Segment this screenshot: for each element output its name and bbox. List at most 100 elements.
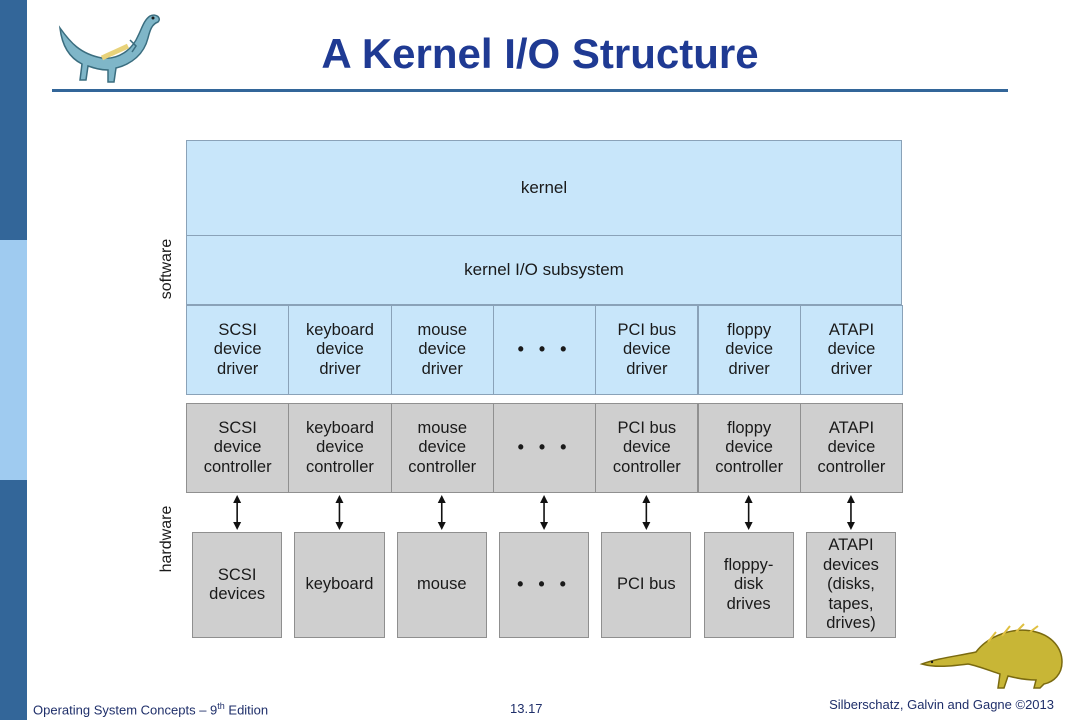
arrow-2 <box>437 495 446 530</box>
sidebar-segment-bottom <box>0 480 27 720</box>
controller-box-line-3-0: • • • <box>517 437 572 458</box>
controller-box-line-0-2: controller <box>203 457 272 476</box>
io-subsystem-layer: kernel I/O subsystem <box>186 235 902 305</box>
arrow-head-down-0 <box>233 522 242 530</box>
footer-page-number: 13.17 <box>510 701 543 716</box>
footer-book-title: Operating System Concepts – 9th Edition <box>33 701 268 717</box>
driver-box-line-3-0: • • • <box>517 339 572 360</box>
device-box-line-2-0: mouse <box>416 575 467 594</box>
device-box-line-0-1: devices <box>209 585 266 603</box>
arrow-3 <box>540 495 549 530</box>
sidebar-segment-top <box>0 0 27 240</box>
driver-box-line-0-1: device <box>213 340 262 359</box>
arrow-6 <box>846 495 855 530</box>
driver-box-3: • • • <box>492 305 597 395</box>
controller-box-line-6-2: controller <box>817 457 886 476</box>
controller-box-line-4-1: device <box>622 438 671 457</box>
connection-arrows <box>233 495 855 530</box>
driver-box-line-5-1: device <box>725 340 773 359</box>
device-box-line-5-1: disk <box>733 575 764 594</box>
controller-box-line-0-0: SCSI <box>218 418 257 437</box>
footer-book-prefix: Operating System Concepts – 9 <box>33 702 218 718</box>
controller-box-line-6-0: ATAPI <box>828 418 875 437</box>
device-box-1: keyboard <box>294 532 385 638</box>
device-box-label-2: mouse <box>417 575 467 595</box>
driver-box-line-4-1: device <box>622 340 671 359</box>
arrow-head-down-3 <box>540 522 549 530</box>
arrow-4 <box>642 495 651 530</box>
controller-box-line-2-2: controller <box>408 457 477 476</box>
arrow-head-up-4 <box>642 495 651 503</box>
arrow-head-down-2 <box>437 522 446 530</box>
driver-box-line-0-0: SCSI <box>218 320 257 339</box>
driver-box-line-5-0: floppy <box>727 320 772 339</box>
device-box-line-4-0: PCI bus <box>616 575 676 594</box>
io-subsystem-label: kernel I/O subsystem <box>464 260 624 280</box>
arrow-head-down-5 <box>744 522 753 530</box>
controller-box-line-6-1: device <box>827 438 876 457</box>
driver-box-line-6-1: device <box>827 340 876 359</box>
driver-box-line-4-2: driver <box>626 359 668 378</box>
driver-box-line-0-2: driver <box>217 359 259 378</box>
controller-box-line-2-0: mouse <box>417 418 467 437</box>
arrow-head-down-4 <box>642 522 651 530</box>
arrow-0 <box>233 495 242 530</box>
title-underline <box>52 89 1008 92</box>
driver-box-line-2-1: device <box>418 340 467 359</box>
footer-copyright: Silberschatz, Galvin and Gagne ©2013 <box>829 697 1054 712</box>
kernel-layer: kernel <box>186 140 902 236</box>
driver-box-line-2-0: mouse <box>417 320 467 339</box>
device-box-4: PCI bus <box>601 532 692 638</box>
device-box-line-6-4: drives) <box>826 614 876 633</box>
footer-book-sup: th <box>217 701 225 711</box>
driver-box-line-4-0: PCI bus <box>617 320 677 339</box>
device-box-label-3: • • • <box>517 575 571 595</box>
bottom-dinosaur-icon <box>919 623 1063 689</box>
slide-title: A Kernel I/O Structure <box>321 30 759 77</box>
sidebar-stripe <box>0 0 27 720</box>
device-box-line-3-0: • • • <box>517 574 571 595</box>
controller-box-line-1-1: device <box>316 438 364 457</box>
controller-box-line-2-1: device <box>418 438 467 457</box>
controller-box-3: • • • <box>492 403 597 493</box>
driver-box-label-3: • • • <box>518 340 572 360</box>
device-box-line-6-0: ATAPI <box>828 536 874 555</box>
controller-box-line-4-2: controller <box>612 457 681 476</box>
dinosaur-logo-icon <box>58 14 161 83</box>
arrow-head-up-5 <box>744 495 753 503</box>
device-box-3: • • • <box>498 532 590 638</box>
sidebar-segment-middle <box>0 240 27 480</box>
device-box-line-0-0: SCSI <box>217 565 257 584</box>
device-box-line-5-0: floppy- <box>723 555 774 574</box>
device-box-line-5-2: drives <box>726 594 771 613</box>
arrow-head-down-6 <box>846 522 855 530</box>
controller-box-line-1-2: controller <box>306 457 374 476</box>
controller-box-line-5-2: controller <box>715 457 784 476</box>
driver-box-line-1-2: driver <box>319 359 361 378</box>
controller-box-line-4-0: PCI bus <box>617 418 677 437</box>
arrow-1 <box>335 495 344 530</box>
driver-box-line-6-0: ATAPI <box>828 320 875 339</box>
controller-box-line-0-1: device <box>213 438 262 457</box>
